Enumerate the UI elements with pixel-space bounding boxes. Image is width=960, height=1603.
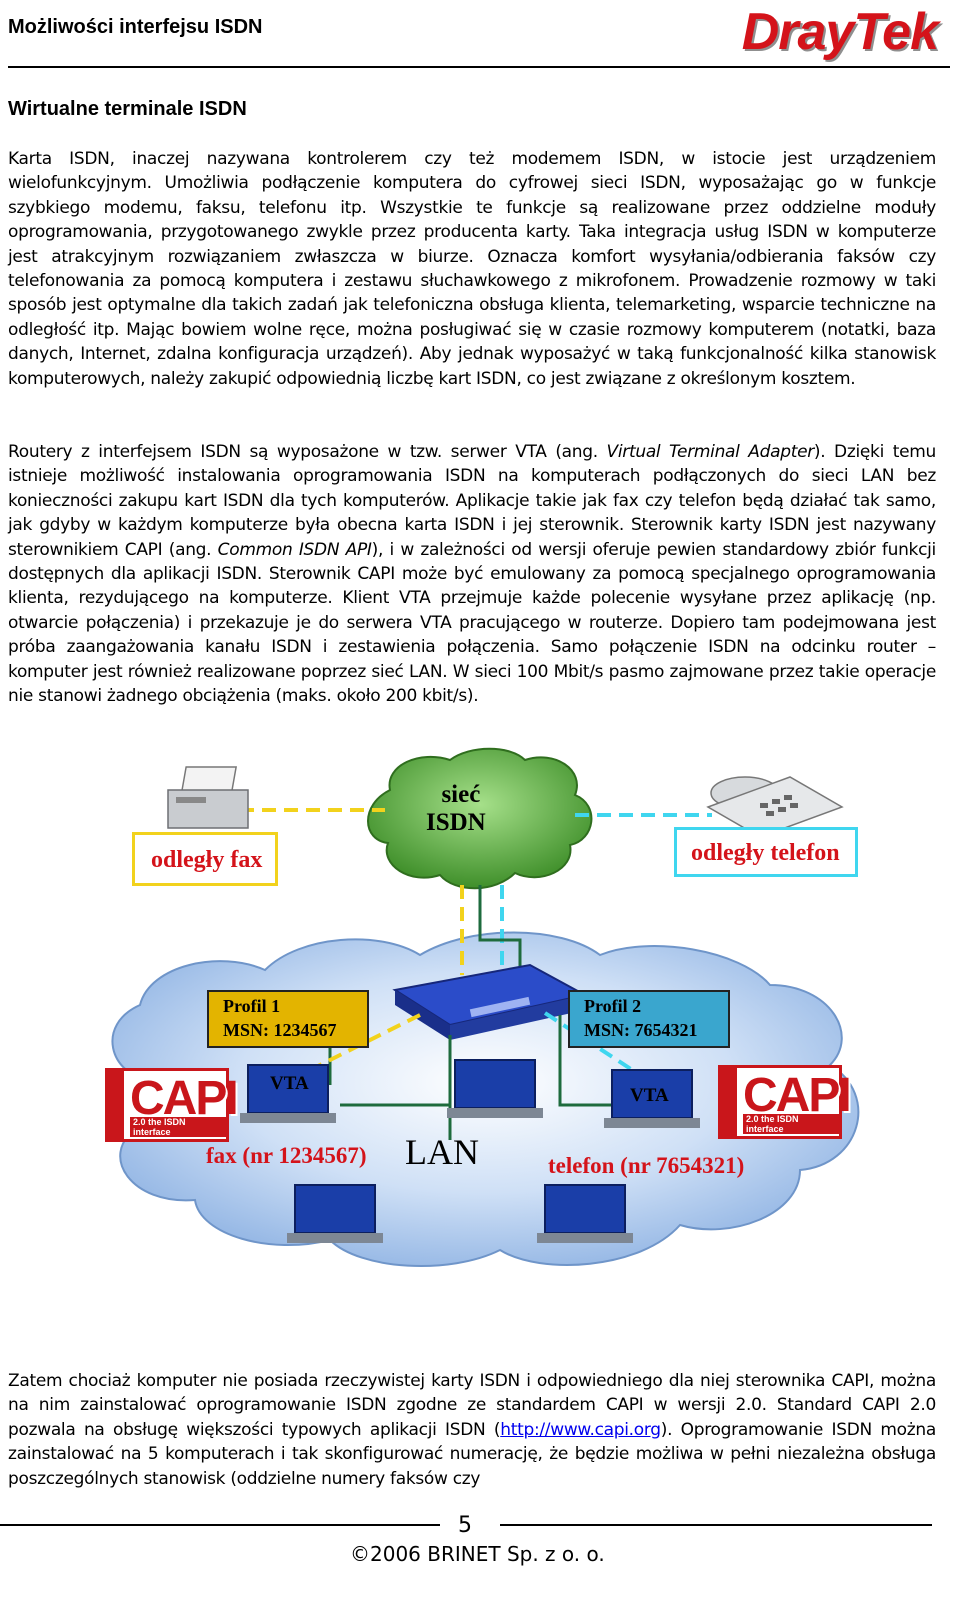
- capi-logo-subtitle: 2.0 the ISDN interface: [743, 1114, 839, 1134]
- fax-machine-icon: [167, 766, 249, 829]
- remote-phone-box: odległy telefon: [674, 827, 858, 877]
- isdn-cloud-label-line1: sieć: [441, 781, 481, 808]
- paragraph-2-text: ). Dzięki temu istnieje możliwość instal…: [8, 442, 936, 560]
- paragraph-2-italic-capi: Common ISDN API: [217, 539, 372, 560]
- pc-bottom-right: [537, 1184, 633, 1243]
- draytek-logo: DrayTek: [741, 3, 939, 61]
- lan-label: LAN: [405, 1132, 479, 1172]
- pc-right-vta: [604, 1069, 700, 1128]
- section-title: Wirtualne terminale ISDN: [8, 98, 247, 120]
- page-number: 5: [458, 1513, 472, 1538]
- paragraph-2-text: Routery z interfejsem ISDN są wyposażone…: [8, 442, 607, 462]
- remote-phone-label: odległy telefon: [691, 840, 840, 866]
- copyright-notice: ©2006 BRINET Sp. z o. o.: [350, 1542, 605, 1566]
- phone-number-label: telefon (nr 7654321): [548, 1153, 745, 1178]
- paragraph-2: Routery z interfejsem ISDN są wyposażone…: [8, 440, 936, 708]
- vta-network-diagram: sieć ISDN odległy fax odległy telefon Pr…: [0, 745, 960, 1345]
- remote-fax-box: odległy fax: [132, 832, 278, 886]
- page-header-title: Możliwości interfejsu ISDN: [8, 16, 263, 38]
- vigor-router: [392, 963, 588, 1040]
- profile-2-box: Profil 2 MSN: 7654321: [568, 990, 730, 1048]
- pc-left-vta: [240, 1064, 336, 1123]
- capi-logo-subtitle: 2.0 the ISDN interface: [130, 1117, 226, 1137]
- capi-logo-band: [108, 1071, 124, 1139]
- isdn-cloud: [367, 747, 593, 890]
- profile-2-title: Profil 2: [584, 996, 642, 1016]
- paragraph-3-text: Zatem chociaż komputer nie posiada rzecz…: [8, 1371, 936, 1440]
- capi-logo-text: CAPI: [743, 1069, 852, 1122]
- paragraph-3-text: ). Oprogramowanie ISDN można zainstalowa…: [8, 1419, 936, 1489]
- isdn-cloud-label: sieć ISDN: [426, 781, 486, 837]
- capi-org-link[interactable]: http://www.capi.org: [500, 1419, 661, 1440]
- capi-logo-right: CAPI 2.0 the ISDN interface: [718, 1065, 852, 1139]
- fax-number-label: fax (nr 1234567): [206, 1143, 367, 1168]
- isdn-cloud-label-line2: ISDN: [426, 809, 486, 836]
- profile-1-msn-value: MSN: 1234567: [223, 1020, 337, 1040]
- capi-logo-band: [721, 1068, 737, 1136]
- remote-fax-label: odległy fax: [151, 847, 263, 873]
- paragraph-2-italic-vta: Virtual Terminal Adapter: [606, 442, 815, 462]
- capi-logo-left: CAPI 2.0 the ISDN interface: [105, 1068, 239, 1142]
- paragraph-3: Zatem chociaż komputer nie posiada rzecz…: [8, 1369, 936, 1491]
- footer-divider-left: [0, 1524, 440, 1526]
- profile-2-msn: MSN: 7654321: [584, 1020, 698, 1040]
- paragraph-2-text: ), i w zależności od wersji oferuje pewi…: [8, 539, 936, 707]
- footer-divider-right: [500, 1524, 932, 1526]
- capi-logo-text: CAPI: [130, 1072, 239, 1125]
- vta-left-label: VTA: [270, 1073, 309, 1094]
- isdn-line: [478, 885, 522, 980]
- paragraph-1: Karta ISDN, inaczej nazywana kontrolerem…: [8, 149, 936, 389]
- pc-bottom-left: [287, 1184, 383, 1243]
- vta-right-label: VTA: [630, 1085, 669, 1106]
- profile-1-box: Profil 1 MSN: 7654321 MSN: 1234567: [207, 990, 369, 1048]
- header-divider: [8, 66, 950, 68]
- profile-1-title: Profil 1: [223, 996, 281, 1016]
- pc-center-top: [447, 1059, 543, 1118]
